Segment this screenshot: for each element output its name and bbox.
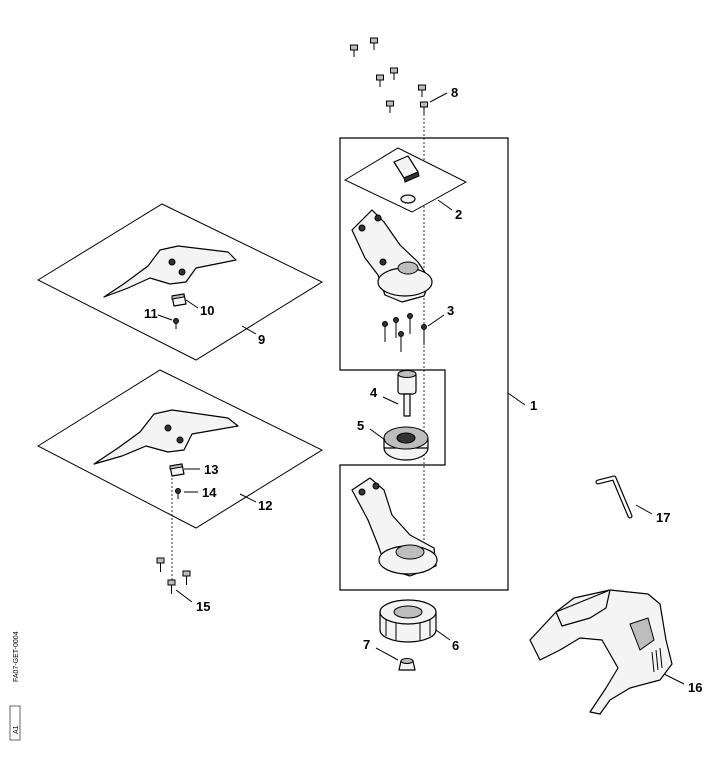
part-13-block — [169, 463, 185, 477]
drawing-code-text: FA07-GET-0004 — [13, 631, 20, 682]
lower-housing — [351, 477, 438, 577]
callout-3: 3 — [447, 303, 454, 318]
revision-text: A1 — [13, 725, 20, 734]
part-4-shaft — [397, 370, 417, 417]
part-9-control-handle — [103, 245, 237, 298]
callout-10: 10 — [200, 303, 214, 318]
part-14-screw — [175, 488, 181, 499]
callout-11: 11 — [144, 306, 158, 321]
part-6-cutting-head — [379, 599, 437, 643]
part-17-hex-key — [595, 475, 633, 519]
part-2-label-tag — [393, 155, 420, 183]
callout-17: 17 — [656, 510, 670, 525]
screw-set-3 — [382, 313, 427, 352]
callout-12: 12 — [258, 498, 272, 513]
drawing-reference-code: FA07-GET-0004 A1 — [9, 631, 21, 741]
part-5-gear-ring — [383, 426, 429, 461]
part-11-screw — [173, 318, 179, 329]
callout-16: 16 — [688, 680, 702, 695]
assembly-frame-1 — [339, 137, 509, 591]
callout-7: 7 — [363, 637, 370, 652]
callout-15: 15 — [196, 599, 210, 614]
callout-4: 4 — [370, 385, 378, 400]
callout-13: 13 — [204, 462, 218, 477]
part-7-nut — [398, 658, 416, 671]
screw-set-15 — [156, 557, 191, 594]
callout-6: 6 — [452, 638, 459, 653]
callout-5: 5 — [357, 418, 364, 433]
upper-housing — [351, 209, 433, 303]
part-12-control-handle — [93, 409, 239, 465]
part-2-o-ring — [400, 194, 416, 204]
callout-2: 2 — [455, 207, 462, 222]
screw-set-8 — [350, 37, 428, 114]
callout-1: 1 — [530, 398, 537, 413]
part-10-block — [171, 293, 187, 307]
callout-9: 9 — [258, 332, 265, 347]
callout-14: 14 — [202, 485, 217, 500]
vent-grille — [651, 647, 663, 673]
part-16-safety-glasses — [529, 589, 673, 715]
callout-8: 8 — [451, 85, 458, 100]
